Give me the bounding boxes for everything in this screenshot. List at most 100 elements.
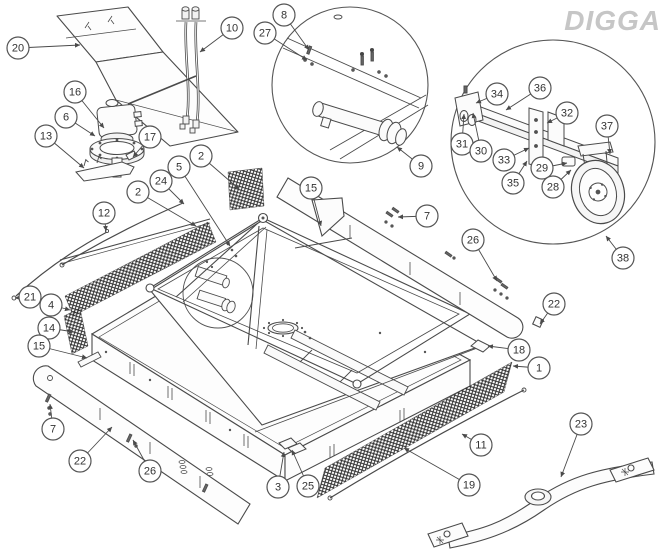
callout-number: 9 — [418, 161, 424, 173]
callout-19-41: 19 — [403, 447, 481, 497]
callout-36-18: 36 — [505, 76, 552, 111]
callout-balloon — [34, 124, 58, 148]
callout-number: 28 — [547, 182, 559, 194]
callout-balloon — [189, 144, 213, 168]
bolt-cluster-26-left — [125, 433, 214, 493]
hood-clip-marks — [84, 15, 115, 31]
callout-balloon — [409, 154, 433, 178]
callout-balloon — [167, 155, 191, 179]
callout-number: 29 — [536, 163, 548, 175]
skid-rails — [263, 329, 409, 411]
callout-number: 4 — [48, 300, 54, 312]
chain-strip-small — [63, 307, 89, 355]
fork-top — [577, 141, 614, 157]
callout-balloon — [595, 114, 619, 138]
callout-balloon — [457, 473, 481, 497]
callout-balloon — [461, 228, 485, 252]
callout-leader-line — [403, 447, 470, 486]
callout-32-19: 32 — [546, 101, 579, 125]
callout-balloon — [555, 101, 579, 125]
callout-number: 6 — [63, 112, 69, 124]
callout-number: 7 — [424, 211, 430, 223]
callout-22-28: 22 — [539, 292, 566, 325]
callout-number: 19 — [463, 480, 475, 492]
callout-balloon — [530, 156, 554, 180]
callout-30-22: 30 — [469, 112, 493, 163]
callout-22-36: 22 — [68, 426, 113, 473]
callout-balloon — [469, 433, 493, 457]
callout-number: 23 — [575, 419, 587, 431]
callout-balloon — [253, 21, 277, 45]
callout-balloon — [266, 475, 290, 499]
blade-carrier-bar — [447, 461, 655, 549]
top-frame — [145, 212, 472, 389]
callout-25-39: 25 — [291, 449, 320, 498]
callout-34-17: 34 — [475, 82, 509, 106]
callout-10-5: 10 — [199, 16, 244, 53]
callout-balloon — [528, 76, 552, 100]
callout-number: 17 — [144, 132, 156, 144]
callout-7-15: 7 — [397, 204, 439, 228]
callout-7-35: 7 — [41, 403, 65, 441]
callout-number: 25 — [302, 481, 314, 493]
callout-number: 32 — [561, 108, 573, 120]
callout-26-16: 26 — [461, 228, 498, 282]
callout-balloon — [54, 105, 78, 129]
callout-balloon — [18, 285, 42, 309]
callout-balloon — [492, 148, 516, 172]
callout-balloon — [469, 139, 493, 163]
callout-balloon — [611, 246, 635, 270]
callout-balloon — [149, 169, 173, 193]
callout-number: 10 — [226, 23, 238, 35]
callout-1-34: 1 — [512, 356, 551, 380]
callout-number: 16 — [69, 87, 81, 99]
callout-number: 22 — [548, 299, 560, 311]
callout-number: 20 — [12, 43, 24, 55]
callout-number: 2 — [135, 187, 141, 199]
callout-number: 13 — [40, 131, 52, 143]
callout-balloon — [299, 176, 323, 200]
callout-balloon — [6, 36, 30, 60]
hydraulic-hoses — [176, 6, 206, 134]
roller-detail-view — [271, 6, 429, 164]
callout-balloon — [41, 417, 65, 441]
callout-24-11: 24 — [149, 169, 185, 205]
callout-11-40: 11 — [461, 433, 493, 457]
callout-number: 2 — [198, 151, 204, 163]
callout-balloon — [542, 292, 566, 316]
callout-15-14: 15 — [299, 176, 323, 227]
callout-number: 1 — [536, 363, 542, 375]
hose-fittings — [179, 6, 200, 134]
callout-16-1: 16 — [63, 80, 105, 129]
axle-part — [561, 156, 576, 167]
callout-number: 30 — [475, 146, 487, 158]
callout-balloon — [138, 459, 162, 483]
callout-13-3: 13 — [34, 124, 85, 169]
callout-balloon — [272, 3, 296, 27]
callout-balloon — [37, 316, 61, 340]
callout-2-9: 2 — [189, 144, 240, 190]
callout-balloon — [138, 125, 162, 149]
blade-assembly — [427, 457, 655, 549]
callout-31-21: 31 — [450, 113, 474, 156]
callout-number: 26 — [467, 235, 479, 247]
callout-balloon — [415, 204, 439, 228]
skid-band-right — [276, 177, 545, 339]
roller-bolts — [303, 45, 388, 78]
callout-balloon — [569, 412, 593, 436]
callout-leader-line — [178, 166, 231, 247]
callout-29-24: 29 — [530, 156, 568, 180]
callout-number: 26 — [144, 466, 156, 478]
callout-27-7: 27 — [253, 21, 308, 61]
callout-number: 24 — [155, 176, 167, 188]
callout-balloon — [527, 356, 551, 380]
callout-number: 12 — [98, 208, 110, 220]
callout-15-32: 15 — [27, 334, 88, 360]
callout-14-31: 14 — [37, 316, 75, 340]
chain-curtain-rear — [59, 218, 217, 317]
wall-slots — [129, 362, 405, 458]
callout-balloon — [296, 474, 320, 498]
callout-21-29: 21 — [14, 285, 42, 309]
